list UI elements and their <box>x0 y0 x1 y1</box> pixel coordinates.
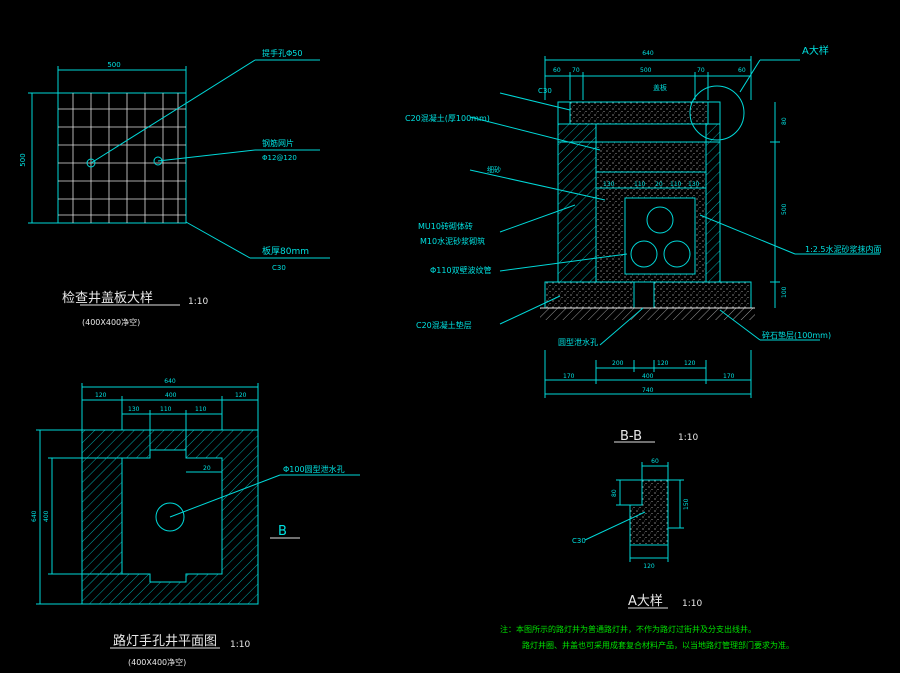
note-line-2: 路灯井圈、井盖也可采用成套复合材料产品，以当地路灯管理部门要求为准。 <box>522 640 794 650</box>
bb-title: B-B <box>620 429 642 444</box>
a-detail-texts: 60 80 150 120 C30 A大样 1:10 <box>572 458 702 609</box>
label-pipe: Φ110双壁波纹管 <box>430 265 492 275</box>
plan-dim-top-total: 640 <box>164 378 176 385</box>
label-m10: M10水泥砂浆砌筑 <box>420 236 485 246</box>
plan-dim-top-1: 400 <box>165 392 177 399</box>
plan-drain-hole <box>155 502 185 532</box>
bb-dim-top-total: 640 <box>642 50 654 57</box>
bb-dim-top-2: 500 <box>640 67 652 74</box>
label-c20-top: C20混凝土(厚100mm) <box>405 113 490 123</box>
plan-dim-inner-1: 110 <box>160 406 172 413</box>
label-rebar: 钢筋网片 <box>262 138 294 148</box>
label-cover: 盖板 <box>653 83 667 92</box>
plan-scale: 1:10 <box>230 640 250 650</box>
plan-dim-left-total: 640 <box>31 510 38 522</box>
note-line-1: 注：本图所示的路灯井为普通路灯井，不作为路灯过街井及分支出线井。 <box>500 624 756 634</box>
label-gravel: 碎石垫层(100mm) <box>762 330 831 340</box>
label-c20-base: C20混凝土垫层 <box>416 320 472 330</box>
drain-hole <box>633 281 655 309</box>
cover-plate-outline <box>57 92 187 224</box>
bb-dim-inner-4: 130 <box>688 181 700 188</box>
bb-dim-bottom-r2-0: 170 <box>563 373 575 380</box>
plan-dim-small: 20 <box>203 465 211 472</box>
c20-top-layer <box>595 141 707 173</box>
a-detail-profile <box>629 479 669 546</box>
label-mu10: MU10砖砌体砖 <box>418 221 473 231</box>
bb-dim-right-2: 100 <box>781 286 788 298</box>
a-dim-bottom: 120 <box>643 563 655 570</box>
bb-dim-top-3: 70 <box>697 67 705 74</box>
bb-dim-bottom-r2-1: 400 <box>642 373 654 380</box>
a-detail-title: A大样 <box>628 594 663 609</box>
bb-dim-top-4: 60 <box>738 67 746 74</box>
cover-dim-top: 500 <box>107 61 120 69</box>
cover-plate-texts: 500 500 提手孔Φ50 钢筋网片 Φ12@120 板厚80mm C30 检… <box>19 48 309 327</box>
plan-dim-inner-0: 130 <box>128 406 140 413</box>
plan-dim-inner-2: 110 <box>195 406 207 413</box>
cover-dim-left: 500 <box>19 153 27 166</box>
bb-section-texts: 640 60 70 500 70 60 C30 盖板 A大样 C20混凝土(厚1… <box>405 44 882 444</box>
bb-dim-top-1: 70 <box>572 67 580 74</box>
bb-dim-right-0: 80 <box>781 117 788 125</box>
label-section-b: B <box>278 524 287 539</box>
label-a-detail: A大样 <box>802 44 829 57</box>
plan-title: 路灯手孔井平面图 <box>113 633 217 649</box>
bb-scale: 1:10 <box>678 433 698 443</box>
bb-section <box>469 56 880 443</box>
plan-view-texts: 640 120 400 120 130 110 110 640 400 20 Φ… <box>31 378 345 667</box>
label-plaster: 1:2.5水泥砂浆抹内面 <box>805 244 882 254</box>
bb-dim-bottom-total: 740 <box>642 387 654 394</box>
cover-scale: 1:10 <box>188 297 208 307</box>
bb-dim-inner-3: 110 <box>670 181 682 188</box>
notes: 注：本图所示的路灯井为普通路灯井，不作为路灯过街井及分支出线井。 路灯井圈、井盖… <box>500 624 794 650</box>
label-plan-hole: Φ100圆型泄水孔 <box>283 464 345 474</box>
a-dim-top: 60 <box>651 458 659 465</box>
pipe-left <box>630 240 658 268</box>
pipe-box <box>624 197 696 275</box>
cover-plate-detail <box>28 59 330 306</box>
cover-subtitle: (400X400净空) <box>82 317 140 327</box>
handhole-left <box>86 158 96 168</box>
label-sand: 细砂 <box>487 165 501 174</box>
label-drain: 圆型泄水孔 <box>558 337 598 347</box>
label-handhole: 提手孔Φ50 <box>262 48 302 58</box>
bb-dim-inner-1: 110 <box>634 181 646 188</box>
bb-dim-bottom-r2-2: 170 <box>723 373 735 380</box>
bb-dim-bottom-r1-0: 200 <box>612 360 624 367</box>
bb-dim-inner-2: 20 <box>655 181 663 188</box>
plan-dim-left-inner: 400 <box>43 510 50 522</box>
a-dim-right: 150 <box>683 498 690 510</box>
cover-title: 检查井盖板大样 <box>62 291 153 306</box>
label-rebar-spec: Φ12@120 <box>262 154 297 162</box>
rebar-grid <box>58 93 186 223</box>
plan-view <box>36 383 360 649</box>
bb-dim-bottom-r1-1: 120 <box>657 360 669 367</box>
label-c30-section: C30 <box>538 87 552 95</box>
plan-dim-top-2: 120 <box>235 392 247 399</box>
bb-dim-inner-0: 130 <box>603 181 615 188</box>
bb-dim-right-1: 500 <box>781 203 788 215</box>
bb-dim-top-0: 60 <box>553 67 561 74</box>
pipe-top <box>646 206 674 234</box>
right-wall <box>705 123 721 283</box>
a-detail-scale: 1:10 <box>682 599 702 609</box>
plan-subtitle: (400X400净空) <box>128 657 186 667</box>
a-detail <box>584 462 684 609</box>
bb-dim-bottom-r1-2: 120 <box>684 360 696 367</box>
cover-slab <box>569 101 709 125</box>
label-cover-grade: C30 <box>272 264 286 272</box>
plan-dim-top-0: 120 <box>95 392 107 399</box>
pipe-right <box>663 240 691 268</box>
label-thickness: 板厚80mm <box>262 245 309 257</box>
a-dim-left: 80 <box>611 489 618 497</box>
label-a-c30: C30 <box>572 537 586 545</box>
a-detail-marker <box>689 85 745 141</box>
